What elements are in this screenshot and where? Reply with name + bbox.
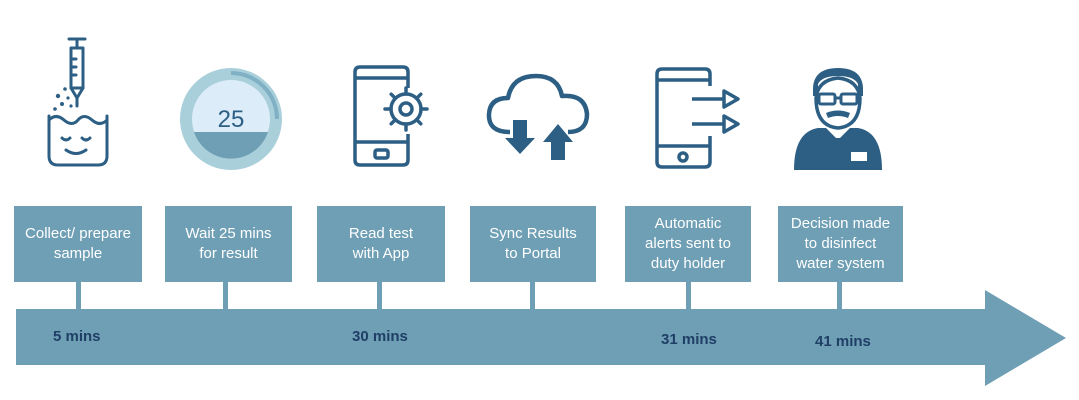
timer-icon: 25 [180, 68, 282, 170]
phone-gear-icon [353, 65, 429, 167]
step-decision: Decision made to disinfect water system [778, 206, 903, 282]
connector [377, 282, 382, 310]
phone-arrows-icon [655, 67, 740, 169]
time-label-30: 30 mins [352, 328, 408, 345]
step-collect-sample: Collect/ prepare sample [14, 206, 142, 282]
time-label-31: 31 mins [661, 331, 717, 348]
time-label-41: 41 mins [815, 333, 871, 350]
timeline-arrow [16, 290, 1066, 386]
timer-value: 25 [218, 106, 245, 133]
connector [837, 282, 842, 310]
cloud-sync-icon [486, 73, 590, 160]
connector [530, 282, 535, 310]
time-label-5: 5 mins [53, 328, 101, 345]
step-sync-results: Sync Results to Portal [470, 206, 596, 282]
connector [686, 282, 691, 310]
step-wait-result: Wait 25 mins for result [165, 206, 292, 282]
step-read-test: Read test with App [317, 206, 445, 282]
syringe-beaker-icon [47, 37, 109, 167]
man-icon [794, 68, 882, 170]
connector [223, 282, 228, 310]
connector [76, 282, 81, 310]
step-automatic-alerts: Automatic alerts sent to duty holder [625, 206, 751, 282]
